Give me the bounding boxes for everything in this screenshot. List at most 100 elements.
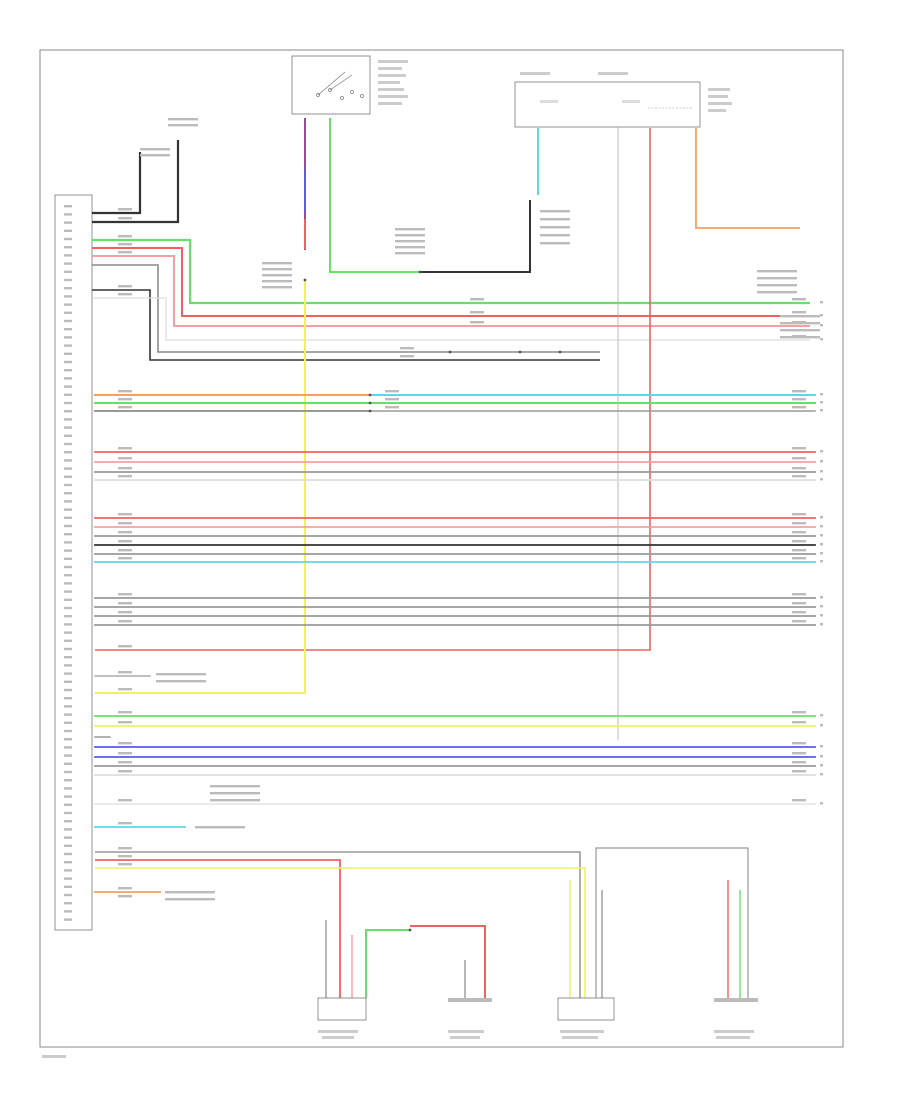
yellow-wire-long <box>95 280 306 694</box>
pin-tick <box>64 360 72 364</box>
annotation-line <box>195 826 245 829</box>
wire-label-mark <box>118 235 132 238</box>
pin-tick <box>64 770 72 774</box>
terminal-mark <box>820 724 823 727</box>
left-climate-connector <box>317 997 367 1039</box>
annotation-line <box>540 234 570 237</box>
pin-tick <box>64 254 72 257</box>
wire-code-right <box>792 602 806 605</box>
terminal-mark <box>820 409 823 412</box>
wire-code-right <box>792 390 806 393</box>
control-module <box>54 194 93 931</box>
pin-tick <box>64 795 72 798</box>
pin-tick <box>64 639 72 642</box>
pin-tick <box>64 262 72 265</box>
wire-code-right <box>792 531 806 534</box>
terminal-mark <box>820 450 823 453</box>
pin-tick <box>64 278 72 282</box>
annotation-line <box>395 246 425 249</box>
wire-label-mark <box>118 549 132 552</box>
wire-label-mark <box>118 251 132 254</box>
pin-tick <box>64 303 72 306</box>
wire-label-mark <box>118 688 132 691</box>
terminal-mark <box>820 714 823 717</box>
pin-tick <box>64 369 72 372</box>
terminal-mark <box>820 534 823 537</box>
pin-tick <box>64 500 72 503</box>
bus-wire-black <box>92 289 600 361</box>
annotation-line <box>395 252 425 255</box>
module-pin-ticks <box>64 205 72 921</box>
wire-code-right <box>792 298 806 301</box>
pin-tick <box>64 352 72 355</box>
pin-tick <box>64 328 72 331</box>
wire-label-mark <box>118 398 132 401</box>
pin-tick <box>64 705 72 708</box>
pin-tick <box>64 246 72 249</box>
terminal-mark <box>820 552 823 555</box>
wire-label-mark <box>118 475 132 478</box>
pin-tick <box>64 664 72 667</box>
wire-label-mark <box>118 557 132 560</box>
annotation-line <box>156 680 206 683</box>
wire-label-mark <box>118 822 132 825</box>
pin-tick <box>64 688 72 692</box>
wire-label-mark <box>118 467 132 470</box>
terminal-mark <box>820 764 823 767</box>
wire-label-mark <box>118 671 132 674</box>
wire-label-mark <box>470 298 484 301</box>
splice-point <box>408 928 412 932</box>
pin-tick <box>64 631 72 634</box>
pin-tick <box>64 746 72 749</box>
pin-tick <box>64 451 72 454</box>
junction-block-labels <box>520 72 732 112</box>
wire-label-mark <box>385 398 399 401</box>
pin-tick <box>64 721 72 724</box>
wire-code-right <box>792 721 806 724</box>
wire-code-right <box>792 475 806 478</box>
wire-label-mark <box>118 285 132 288</box>
component-label-line <box>757 291 797 294</box>
pin-tick <box>64 401 72 405</box>
bus-wire-grey <box>92 264 600 353</box>
right-rear-connector <box>714 998 758 1039</box>
terminal-mark <box>820 802 823 805</box>
terminal-mark <box>820 543 823 546</box>
pin-tick <box>64 295 72 298</box>
wire-label-mark <box>118 761 132 764</box>
terminal-mark <box>820 623 823 626</box>
pin-tick <box>64 697 72 700</box>
wire-code-right <box>792 406 806 409</box>
pin-tick <box>64 680 72 683</box>
component-label-line <box>757 277 797 280</box>
pin-tick <box>64 877 72 880</box>
wire-label-mark <box>118 243 132 246</box>
terminal-mark <box>820 605 823 608</box>
pin-tick <box>64 557 72 560</box>
ground-wire-top-2 <box>92 140 180 224</box>
bus-wire-pink <box>92 255 810 327</box>
harness-loop <box>595 847 749 998</box>
annotation-line <box>165 898 215 901</box>
terminal-mark <box>820 745 823 748</box>
wire-code-right <box>792 557 806 560</box>
pin-tick <box>64 598 72 601</box>
terminal-mark <box>820 525 823 528</box>
pin-tick <box>64 311 72 314</box>
wire-label-mark <box>118 390 132 393</box>
component-label-line <box>780 315 820 318</box>
terminal-mark <box>820 614 823 617</box>
wire-code-right <box>792 770 806 773</box>
pin-tick <box>64 213 72 216</box>
right-pin-labels <box>140 118 823 901</box>
wire-label-mark <box>118 513 132 516</box>
annotation-line <box>210 799 260 802</box>
wire-code-right <box>792 447 806 450</box>
wire-code-right <box>792 742 806 745</box>
pin-tick <box>64 672 72 675</box>
wire-label-mark <box>118 742 132 745</box>
wire-label-mark <box>118 602 132 605</box>
wire-label-mark <box>118 799 132 802</box>
wire-code-right <box>792 752 806 755</box>
pin-tick <box>64 811 72 815</box>
